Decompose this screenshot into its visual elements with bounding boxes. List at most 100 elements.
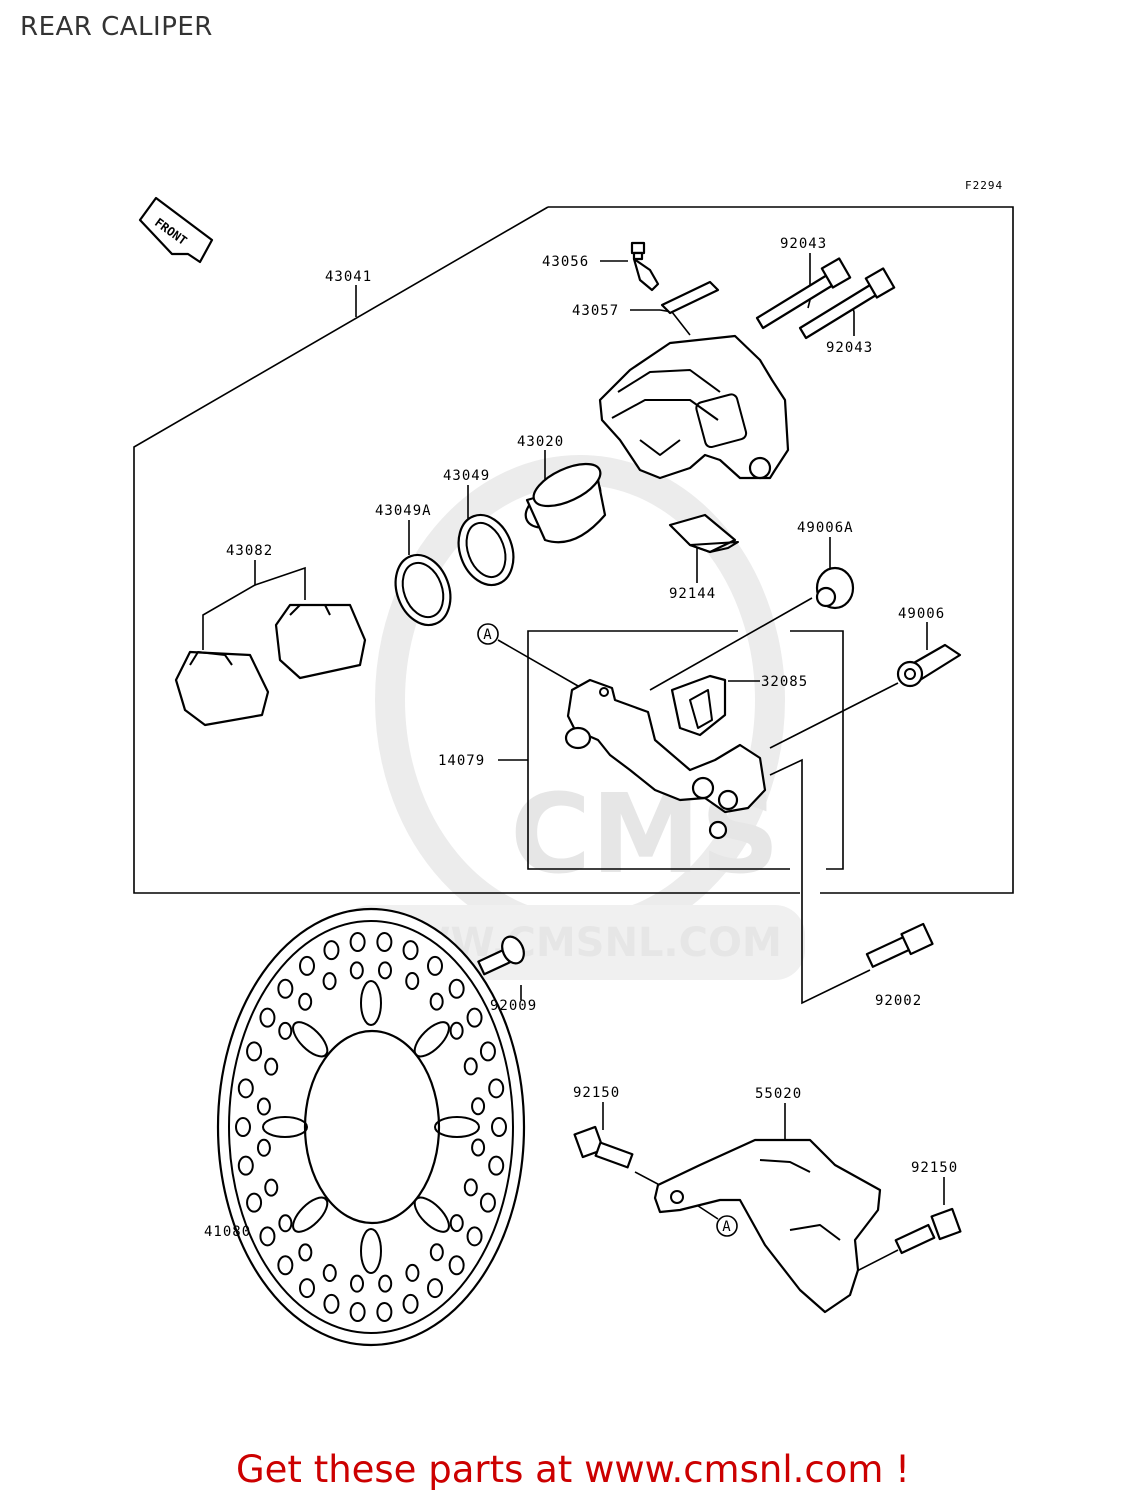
caliper-guard — [653, 1138, 882, 1314]
disc-hole — [349, 932, 366, 953]
disc-hole — [237, 1078, 254, 1099]
disc-slot — [413, 1021, 450, 1058]
disc-hole — [463, 1178, 478, 1197]
page-title: REAR CALIPER — [20, 12, 213, 42]
disc-slot — [292, 1196, 329, 1233]
disc-hole — [402, 1293, 419, 1314]
disc-hole — [259, 1226, 276, 1247]
disc-hole — [323, 1293, 340, 1314]
bracket-subassembly-outline — [527, 630, 790, 870]
part-label: 49006 — [898, 606, 945, 622]
disc-hole — [256, 1097, 271, 1116]
guard-bolt-right — [894, 1207, 962, 1255]
part-label: 92150 — [573, 1085, 620, 1101]
disc-hole — [378, 1274, 393, 1293]
disc-hole — [246, 1041, 263, 1062]
disc-hole — [479, 1192, 496, 1213]
ref-marker-a-bottom: A — [716, 1215, 738, 1237]
disc-hole — [235, 1117, 251, 1137]
disc-hole — [323, 940, 340, 961]
bleed-valve — [630, 241, 660, 292]
assembly-outline — [548, 206, 1014, 894]
disc-hole — [488, 1155, 505, 1176]
part-label: 43041 — [325, 269, 372, 285]
footer-link-text[interactable]: Get these parts at www.cmsnl.com ! — [235, 1448, 910, 1491]
bracket-pin — [896, 643, 962, 688]
disc-hole — [479, 1041, 496, 1062]
caliper-body — [598, 334, 790, 480]
disc-hole — [376, 1301, 393, 1322]
disc-hole — [322, 1264, 337, 1283]
disc-hole — [466, 1226, 483, 1247]
disc-hole — [427, 1278, 443, 1299]
disc-hole — [246, 1192, 263, 1213]
part-label: 43020 — [517, 434, 564, 450]
caliper-bracket — [564, 678, 767, 840]
disc-hole — [488, 1078, 505, 1099]
disc-hole — [299, 1278, 315, 1299]
disc-hole — [278, 1214, 293, 1233]
part-label: 43056 — [542, 254, 589, 270]
piston-seal — [457, 513, 515, 587]
disc-hole — [237, 1155, 254, 1176]
part-label: 92009 — [490, 998, 537, 1014]
ref-marker-a-top: A — [477, 623, 499, 645]
part-label: 41080 — [204, 1224, 251, 1240]
disc-hole — [277, 1255, 294, 1276]
figure-code: F2294 — [965, 179, 1003, 192]
disc-hole — [466, 1007, 483, 1028]
disc-hole — [378, 961, 393, 980]
bleed-cap — [660, 280, 720, 315]
disc-hole — [376, 932, 393, 953]
part-label: 43057 — [572, 303, 619, 319]
part-label: 92150 — [911, 1160, 958, 1176]
disc-hole — [278, 1021, 293, 1040]
part-label: 92002 — [875, 993, 922, 1009]
disc-hole — [298, 1243, 313, 1262]
disc-hole — [322, 972, 337, 991]
disc-hole — [448, 1255, 465, 1276]
disc-hole — [471, 1138, 486, 1157]
disc-hole — [349, 961, 364, 980]
disc-hole — [449, 1021, 464, 1040]
disc-hole — [449, 1214, 464, 1233]
pad-spring — [668, 513, 739, 554]
disc-hole — [427, 955, 443, 976]
guard-bolt-left — [573, 1125, 634, 1169]
disc-hole — [405, 1263, 420, 1282]
disc-hole — [264, 1178, 279, 1197]
dust-seal — [394, 553, 452, 627]
disc-slot — [413, 1196, 450, 1233]
pad-holder — [670, 674, 727, 737]
mounting-bolt — [865, 922, 934, 968]
part-label: 92043 — [826, 340, 873, 356]
disc-slot — [292, 1021, 329, 1058]
disc-hole — [491, 1117, 507, 1137]
rubber-boot — [815, 566, 855, 610]
front-arrow-icon: FRONT — [138, 196, 214, 264]
disc-slot — [262, 1116, 308, 1138]
part-label: 49006A — [797, 520, 854, 536]
disc-hole — [448, 978, 465, 999]
disc-hole — [277, 978, 294, 999]
disc-hole — [405, 971, 420, 990]
caliper-pins — [755, 257, 896, 340]
disc-hole — [471, 1097, 486, 1116]
disc-hole — [349, 1301, 366, 1322]
part-label: 14079 — [438, 753, 485, 769]
disc-hole — [429, 1243, 444, 1262]
disc-hole — [264, 1057, 279, 1076]
disc-hole — [429, 992, 444, 1011]
part-label: 43082 — [226, 543, 273, 559]
disc-hole — [349, 1274, 364, 1293]
disc-slot — [360, 980, 382, 1026]
disc-hole — [463, 1057, 478, 1076]
disc-hole — [256, 1138, 271, 1157]
piston — [524, 462, 607, 544]
brake-disc — [216, 907, 526, 1347]
disc-screw — [477, 935, 525, 976]
ref-marker-a-bottom-label: A — [722, 1219, 731, 1235]
disc-hole — [402, 940, 419, 961]
disc-hole — [259, 1007, 276, 1028]
